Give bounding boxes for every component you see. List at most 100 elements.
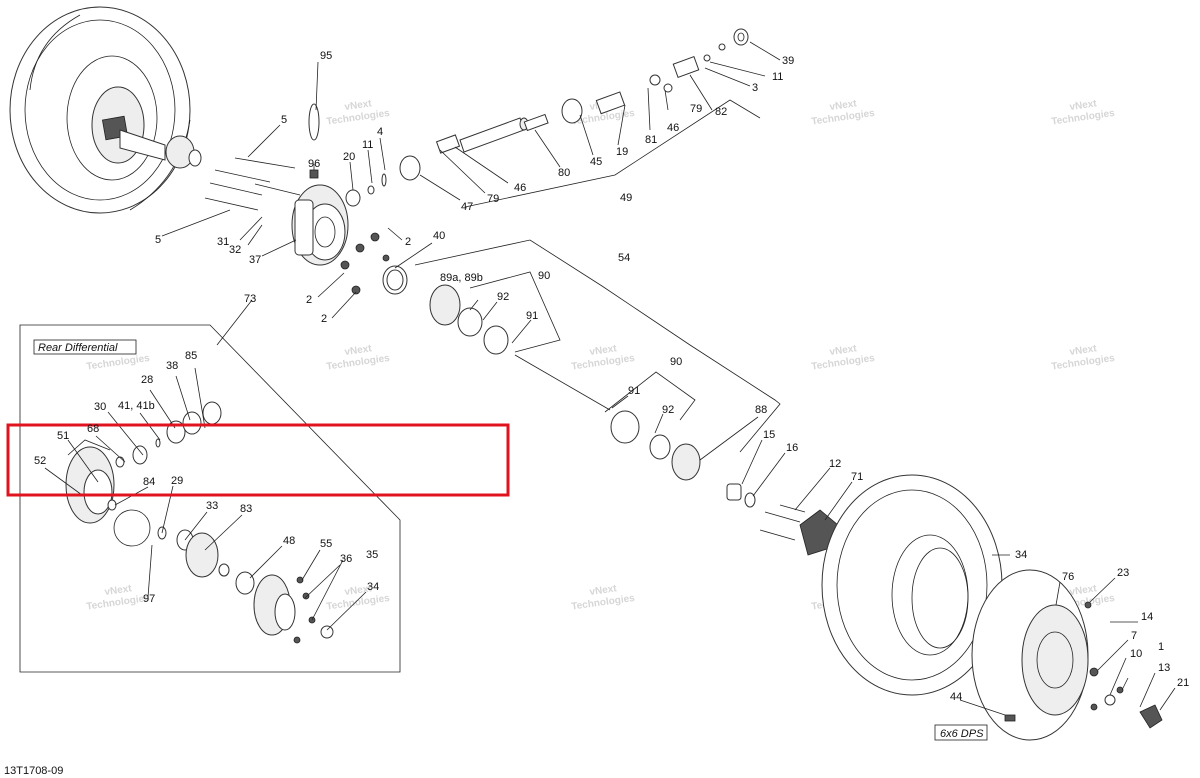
callout-label: 5 — [155, 234, 161, 246]
callout-label: 12 — [829, 458, 841, 470]
callout-label: 41, 41b — [118, 400, 155, 412]
callout-label: 88 — [755, 404, 767, 416]
watermark-line1: vNext — [344, 343, 373, 358]
callout-label: 51 — [57, 430, 69, 442]
callout-label: 2 — [321, 313, 327, 325]
callout-label: 19 — [616, 146, 628, 158]
callout-label: 34 — [1015, 549, 1027, 561]
callout-label: 81 — [645, 134, 657, 146]
differential-housing-73 — [291, 184, 349, 266]
callout-label: 16 — [786, 442, 798, 454]
rear-differential-box: Rear Differential — [19, 324, 401, 673]
callout-label: 13 — [1158, 662, 1170, 674]
watermark-line1: vNext — [1069, 98, 1098, 113]
rear-differential-parts — [65, 401, 334, 644]
driveshaft-assembly-top — [435, 28, 749, 154]
callout-label: 55 — [320, 538, 332, 550]
callout-label: 39 — [782, 55, 794, 67]
watermark-line1: vNext — [104, 583, 133, 598]
callout-label: 36 — [340, 553, 352, 565]
callout-label: 84 — [143, 476, 155, 488]
callout-label: 11 — [362, 139, 373, 151]
callout-label: 89a, 89b — [440, 272, 483, 284]
drive-mode-label: 6x6 DPS — [940, 728, 984, 740]
callout-label: 40 — [433, 230, 445, 242]
watermark-line1: vNext — [589, 343, 618, 358]
callout-numbers: 95 39 11 3 5 4 11 20 96 82 79 46 81 19 4… — [34, 50, 1189, 703]
callout-label: 20 — [343, 151, 355, 163]
callout-label: 5 — [281, 114, 287, 126]
callout-label: 71 — [851, 471, 863, 483]
watermark-line1: vNext — [1069, 583, 1098, 598]
callout-label: 54 — [618, 252, 630, 264]
figure-code: 13T1708-09 — [4, 765, 63, 777]
callout-label: 11 — [772, 71, 783, 83]
callout-label: 47 — [461, 201, 473, 213]
callout-label: 10 — [1130, 648, 1142, 660]
callout-label: 29 — [171, 475, 183, 487]
callout-label: 33 — [206, 500, 218, 512]
callout-label: 15 — [763, 429, 775, 441]
callout-label: 46 — [514, 182, 526, 194]
callout-label: 45 — [590, 156, 602, 168]
callout-label: 90 — [670, 356, 682, 368]
callout-label: 68 — [87, 423, 99, 435]
callout-label: 97 — [143, 593, 155, 605]
callout-label: 85 — [185, 350, 197, 362]
callout-label: 2 — [405, 236, 411, 248]
watermark-line1: vNext — [344, 583, 373, 598]
callout-label: 52 — [34, 455, 46, 467]
callout-label: 4 — [377, 126, 383, 138]
callout-label: 37 — [249, 254, 261, 266]
callout-label: 49 — [620, 192, 632, 204]
callout-label: 44 — [950, 691, 962, 703]
callout-label: 14 — [1141, 611, 1153, 623]
callout-label: 2 — [306, 294, 312, 306]
watermark-line1: vNext — [344, 98, 373, 113]
callout-label: 76 — [1062, 571, 1074, 583]
rim-right-76 — [971, 569, 1163, 741]
callout-label: 95 — [320, 50, 332, 62]
callout-label: 23 — [1117, 567, 1129, 579]
callout-label: 28 — [141, 374, 153, 386]
watermark-line1: vNext — [829, 343, 858, 358]
callout-label: 38 — [166, 360, 178, 372]
rear-driveshaft — [429, 284, 756, 508]
wheel-hub-71 — [759, 504, 839, 556]
callout-label: 1 — [1158, 641, 1164, 653]
callout-label: 35 — [366, 549, 378, 561]
callout-label: 21 — [1177, 677, 1189, 689]
callout-label: 46 — [667, 122, 679, 134]
drive-mode-box: 6x6 DPS — [934, 724, 988, 741]
callout-label: 80 — [558, 167, 570, 179]
rear-differential-title: Rear Differential — [38, 342, 118, 354]
leader-lines — [44, 41, 1176, 716]
callout-label: 96 — [308, 158, 320, 170]
callout-label: 82 — [715, 106, 727, 118]
callout-label: 79 — [690, 103, 702, 115]
callout-label: 92 — [497, 291, 509, 303]
callout-label: 92 — [662, 404, 674, 416]
callout-label: 90 — [538, 270, 550, 282]
highlight-box — [6, 423, 510, 497]
callout-label: 32 — [229, 244, 241, 256]
callout-label: 31 — [217, 236, 229, 248]
tire-right-34 — [821, 474, 1003, 696]
callout-label: 34 — [367, 581, 379, 593]
watermark-line1: vNext — [1069, 343, 1098, 358]
watermark-line1: vNext — [589, 583, 618, 598]
group-brackets — [216, 99, 781, 453]
bolt-set-5 — [204, 157, 301, 211]
small-parts-upper — [308, 103, 421, 295]
callout-label: 48 — [283, 535, 295, 547]
callout-label: 30 — [94, 401, 106, 413]
callout-label: 83 — [240, 503, 252, 515]
callout-label: 91 — [628, 385, 640, 397]
callout-label: 7 — [1131, 630, 1137, 642]
callout-label: 91 — [526, 310, 538, 322]
callout-label: 73 — [244, 293, 256, 305]
callout-label: 79 — [487, 193, 499, 205]
callout-label: 3 — [752, 82, 758, 94]
